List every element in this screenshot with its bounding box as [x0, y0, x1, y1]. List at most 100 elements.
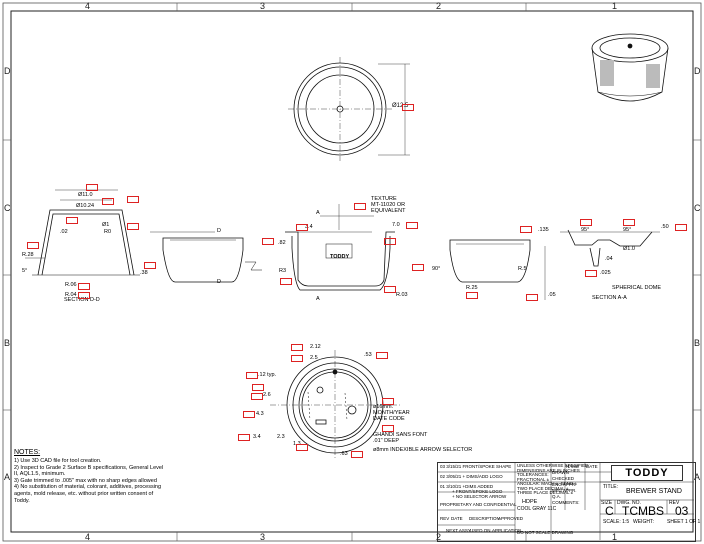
- inspection-tag: [406, 222, 418, 229]
- dim-95b: 95°: [623, 227, 632, 233]
- dim-135: .135: [538, 227, 549, 233]
- dim-025: .025: [600, 270, 611, 276]
- inspection-tag: [246, 372, 258, 379]
- checked-label: CHECKED: [552, 476, 575, 481]
- zone-row-b-right: B: [694, 338, 701, 348]
- inspection-tag: [384, 286, 396, 293]
- mfg-appr-label: MFG APPR.: [552, 488, 577, 493]
- dwg-no-label: DWG. NO.: [617, 500, 641, 506]
- inspection-tag: [526, 294, 538, 301]
- zone-col-2: 2: [436, 1, 442, 11]
- logo-text-section: TODDY: [330, 254, 350, 260]
- date2-col-header: DATE: [586, 464, 598, 469]
- zone-row-c: C: [4, 203, 11, 213]
- rev-label: REV: [669, 500, 680, 506]
- note-item: 1) Use 3D CAD file for tool creation.: [14, 458, 102, 464]
- qa-label: Q.A.: [552, 494, 562, 499]
- dim-top-diameter: Ø12.5: [392, 103, 409, 109]
- notes-title: NOTES:: [14, 449, 41, 456]
- dim-82: .82: [278, 240, 286, 246]
- dim-50: .50: [661, 224, 669, 230]
- description-header: DESCRIPTION: [469, 516, 500, 521]
- tolerance-note: UNLESS OTHERWISE SPECIFIED: DIMENSIONS A…: [517, 463, 590, 495]
- eng-appr-label: ENG APPR.: [552, 482, 577, 487]
- name-col-header: NAME: [566, 464, 580, 469]
- rev-row: + NO SELECTOR ARROW: [452, 494, 507, 499]
- dim-38: .38: [140, 270, 148, 276]
- dim-12typ: .12 typ.: [258, 372, 277, 378]
- inspection-tag: [27, 242, 39, 249]
- dim-r0: R0: [104, 229, 112, 235]
- dim-33: 3.4: [253, 434, 261, 440]
- section-dd: [25, 189, 140, 276]
- dim-5deg: 5°: [22, 268, 28, 274]
- dim-r25: R.25: [466, 285, 478, 291]
- inspection-tag: [675, 224, 687, 231]
- dim-04: .04: [605, 256, 613, 262]
- dim-43: 4.3: [256, 411, 264, 417]
- rev-col-header: REV: [440, 516, 450, 521]
- scale-value: SCALE: 1:5: [603, 519, 630, 525]
- comments-label: COMMENTS:: [552, 500, 580, 505]
- dim-53: .53: [364, 352, 372, 358]
- proprietary-label: PROPRIETARY AND CONFIDENTIAL: [440, 502, 517, 507]
- approved-header: APPROVED: [498, 516, 524, 521]
- dim-95a: 95°: [581, 227, 590, 233]
- zone-col-3: 3: [260, 1, 266, 11]
- inspection-tag: [466, 292, 478, 299]
- size-label: SIZE: [601, 500, 613, 506]
- inspection-tag: [382, 425, 394, 432]
- cut-a-bottom: A: [316, 296, 320, 302]
- revision-value: 03: [675, 504, 689, 518]
- inspection-tag: [296, 444, 308, 451]
- weight-label: WEIGHT:: [633, 519, 654, 525]
- dim-r03: R.03: [396, 292, 408, 298]
- section-dd-label: SECTION D-D: [64, 297, 100, 303]
- inspection-tag: [238, 434, 250, 441]
- inspection-tag: [291, 355, 303, 362]
- material-value: HDPE: [522, 499, 538, 505]
- inspection-tag: [354, 203, 366, 210]
- dim-r5: R.5: [518, 266, 527, 272]
- zone-row-d-right: D: [694, 66, 701, 76]
- cut-a-top: A: [316, 210, 320, 216]
- zone-row-d: D: [4, 66, 11, 76]
- inspection-tag: [382, 398, 394, 405]
- dim-dia-11: Ø11.0: [78, 192, 93, 198]
- company-logo: TODDY: [611, 465, 683, 481]
- inspection-tag: [66, 217, 78, 224]
- size-value: C: [605, 504, 614, 518]
- note-item: 4) No substitution of material, colorant…: [14, 484, 162, 504]
- rev-row: 01 3/10/21 +DIMS ADDED: [440, 484, 494, 489]
- spherical-dome-callout: SPHERICAL DOME: [612, 285, 662, 291]
- dim-02: .02: [60, 229, 68, 235]
- texture-callout: TEXTURE MT-11020 OR EQUIVALENT: [371, 196, 406, 214]
- iso-view: [591, 33, 669, 102]
- sheet-value: SHEET 1 OF 1: [667, 519, 701, 525]
- dim-90deg: 90°: [432, 266, 441, 272]
- arrow-selector-callout: ø8mm INDEXIBLE ARROW SELECTOR: [373, 447, 473, 453]
- inspection-tag: [252, 384, 264, 391]
- date-col-header: DATE: [451, 516, 463, 521]
- inspection-tag: [127, 196, 139, 203]
- zone-col-3-bottom: 3: [260, 532, 266, 542]
- drawing-number: TCMBS: [622, 504, 664, 518]
- inspection-tag: [623, 219, 635, 226]
- inspection-tag: [262, 238, 274, 245]
- inspection-tag: [251, 393, 263, 400]
- rev-row: 03 3/15/21 FRONT/SPOKE SHAPE: [440, 464, 512, 469]
- font-callout: GHANDI SANS FONT .01" DEEP: [373, 432, 428, 444]
- inspection-tag: [520, 226, 532, 233]
- dim-63: .63: [340, 451, 348, 457]
- title-field-label: TITLE:: [603, 484, 619, 490]
- dim-r28: R.28: [22, 252, 34, 258]
- inspection-tag: [412, 264, 424, 271]
- dim-05: .05: [548, 292, 556, 298]
- zone-col-1: 1: [612, 1, 618, 11]
- dim-23: 2.3: [277, 434, 285, 440]
- bottom-view: [270, 350, 400, 460]
- inspection-tag: [376, 352, 388, 359]
- next-assy-label: NEXT ASSY: [446, 528, 471, 533]
